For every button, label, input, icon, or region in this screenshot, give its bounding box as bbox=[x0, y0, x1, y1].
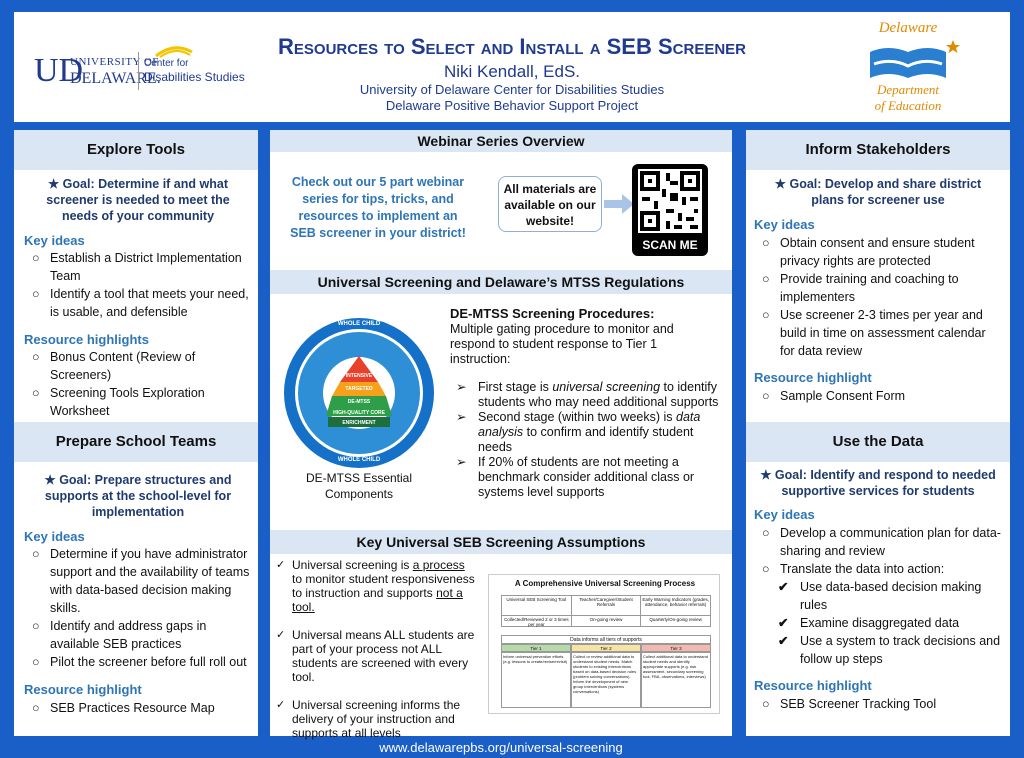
header-panel: UD UNIVERSITY OF DELAWARE. Center for Di… bbox=[14, 12, 1010, 122]
pyramid-core: HIGH-QUALITY CORE bbox=[333, 410, 385, 416]
list-item: Identify a tool that meets your need, is… bbox=[32, 285, 254, 321]
list-item[interactable]: Screening Tools Exploration Worksheet bbox=[32, 384, 254, 420]
star-icon bbox=[946, 40, 960, 53]
usedata-key-ideas: Develop a communication plan for data-sh… bbox=[762, 524, 1002, 578]
footer-url[interactable]: www.delawarepbs.org/universal-screening bbox=[379, 740, 623, 755]
doe-line-3: of Education bbox=[874, 98, 942, 113]
inform-resources: Sample Consent Form bbox=[762, 387, 1002, 405]
cds-line-2: Disabilities Studies bbox=[144, 70, 245, 84]
list-item: Establish a District Implementation Team bbox=[32, 249, 254, 285]
pyramid-enrichment: ENRICHMENT bbox=[342, 420, 376, 426]
doe-line-1: Delaware bbox=[878, 20, 938, 36]
pyramid-intensive: INTENSIVE bbox=[345, 373, 373, 379]
explore-key-ideas-label: Key ideas bbox=[24, 233, 85, 248]
process-table: Universal SEB Screening Tool Teacher/Car… bbox=[501, 595, 711, 627]
webinar-text: Check out our 5 part webinar series for … bbox=[290, 175, 466, 240]
qr-code[interactable]: SCAN ME bbox=[632, 164, 708, 256]
list-item: Obtain consent and ensure student privac… bbox=[762, 234, 1002, 270]
list-item: If 20% of students are not meeting a ben… bbox=[456, 455, 722, 500]
list-item: Examine disaggregated data bbox=[778, 614, 1002, 632]
ud-logo-text-1: UNIVERSITY OF bbox=[70, 56, 159, 68]
center-column: Webinar Series Overview Check out our 5 … bbox=[270, 130, 732, 740]
list-item: Universal screening informs the delivery… bbox=[276, 698, 476, 740]
explore-resources: Bonus Content (Review of Screeners) Scre… bbox=[32, 348, 254, 420]
inform-resource-label: Resource highlight bbox=[754, 370, 872, 385]
mtss-procedures-heading: DE-MTSS Screening Procedures: bbox=[450, 306, 655, 321]
explore-goal: ★ Goal: Determine if and what screener i… bbox=[46, 177, 230, 223]
mtss-header: Universal Screening and Delaware’s MTSS … bbox=[270, 270, 732, 294]
prepare-goal: ★ Goal: Prepare structures and supports … bbox=[44, 473, 232, 519]
doe-logo: Delaware Department of Education bbox=[862, 18, 962, 118]
list-item[interactable]: Sample Consent Form bbox=[762, 387, 1002, 405]
prepare-key-ideas-label: Key ideas bbox=[24, 529, 85, 544]
affiliation-2: Delaware Positive Behavior Support Proje… bbox=[385, 98, 639, 113]
inform-key-ideas: Obtain consent and ensure student privac… bbox=[762, 234, 1002, 360]
diagram-caption: DE-MTSS Essential Components bbox=[305, 471, 413, 501]
tiers-row: Tier 1 Tier 2 Tier 3 bbox=[501, 644, 711, 652]
usedata-sub-ideas: Use data-based decision making rules Exa… bbox=[778, 578, 1002, 668]
list-item: Pilot the screener before full roll out bbox=[32, 653, 254, 671]
ud-logo: UD UNIVERSITY OF DELAWARE. Center for Di… bbox=[34, 46, 245, 92]
assumptions-items: Universal screening is a process to moni… bbox=[276, 558, 476, 740]
inform-key-ideas-label: Key ideas bbox=[754, 217, 815, 232]
list-item: Develop a communication plan for data-sh… bbox=[762, 524, 1002, 560]
prepare-key-ideas: Determine if you have administrator supp… bbox=[32, 545, 254, 671]
affiliation-1: University of Delaware Center for Disabi… bbox=[359, 82, 665, 97]
qr-code-icon bbox=[638, 169, 702, 233]
inform-goal: ★ Goal: Develop and share district plans… bbox=[774, 177, 982, 207]
usedata-resources: SEB Screener Tracking Tool bbox=[762, 695, 1002, 713]
poster-title: Resources to Select and Install a SEB Sc… bbox=[278, 34, 746, 59]
webinar-callout: All materials are available on our websi… bbox=[498, 176, 602, 232]
list-item: Use screener 2-3 times per year and buil… bbox=[762, 306, 1002, 360]
pyramid-demtss: DE-MTSS bbox=[347, 399, 371, 405]
list-item: Second stage (within two weeks) is data … bbox=[456, 410, 722, 455]
list-item: Universal means ALL students are part of… bbox=[276, 628, 476, 684]
inform-header: Inform Stakeholders bbox=[746, 130, 1010, 170]
mtss-items: First stage is universal screening to id… bbox=[456, 380, 722, 500]
left-column: Explore Tools ★ Goal: Determine if and w… bbox=[14, 130, 258, 736]
usedata-goal: ★ Goal: Identify and respond to needed s… bbox=[760, 468, 996, 498]
usedata-resource-label: Resource highlight bbox=[754, 678, 872, 693]
prepare-resources: SEB Practices Resource Map bbox=[32, 699, 254, 717]
assumptions-header: Key Universal SEB Screening Assumptions bbox=[270, 530, 732, 554]
book-icon bbox=[870, 48, 946, 78]
right-column: Inform Stakeholders ★ Goal: Develop and … bbox=[746, 130, 1010, 736]
prepare-resource-label: Resource highlight bbox=[24, 682, 142, 697]
wheel-top-label: WHOLE CHILD bbox=[337, 321, 381, 327]
usedata-key-ideas-label: Key ideas bbox=[754, 507, 815, 522]
explore-key-ideas: Establish a District Implementation Team… bbox=[32, 249, 254, 321]
cds-swoosh-icon bbox=[155, 46, 193, 58]
prepare-header: Prepare School Teams bbox=[14, 422, 258, 462]
list-item[interactable]: SEB Screener Tracking Tool bbox=[762, 695, 1002, 713]
tiers-banner: Data informs all tiers of supports bbox=[501, 635, 711, 644]
explore-resource-label: Resource highlights bbox=[24, 332, 149, 347]
arrow-right-icon bbox=[604, 194, 634, 214]
explore-header: Explore Tools bbox=[14, 130, 258, 170]
wheel-bottom-label: WHOLE CHILD bbox=[337, 457, 381, 463]
list-item: Provide training and coaching to impleme… bbox=[762, 270, 1002, 306]
cds-line-1: Center for bbox=[144, 58, 189, 69]
list-item: Translate the data into action: bbox=[762, 560, 1002, 578]
tier-text-row: Inform universal prevention efforts (e.g… bbox=[501, 652, 711, 708]
list-item: Use data-based decision making rules bbox=[778, 578, 1002, 614]
pyramid-targeted: TARGETED bbox=[345, 386, 373, 392]
usedata-header: Use the Data bbox=[746, 422, 1010, 462]
list-item: Identify and address gaps in available S… bbox=[32, 617, 254, 653]
list-item: First stage is universal screening to id… bbox=[456, 380, 722, 410]
list-item[interactable]: SEB Practices Resource Map bbox=[32, 699, 254, 717]
process-figure: A Comprehensive Universal Screening Proc… bbox=[488, 574, 720, 714]
mtss-wheel-diagram bbox=[284, 318, 434, 468]
list-item: Use a system to track decisions and foll… bbox=[778, 632, 1002, 668]
list-item: Universal screening is a process to moni… bbox=[276, 558, 476, 614]
author: Niki Kendall, EdS. bbox=[443, 62, 581, 81]
scan-me-label: SCAN ME bbox=[642, 238, 698, 252]
list-item: Determine if you have administrator supp… bbox=[32, 545, 254, 617]
mtss-intro: Multiple gating procedure to monitor and… bbox=[450, 322, 674, 366]
webinar-header: Webinar Series Overview bbox=[270, 130, 732, 152]
process-title: A Comprehensive Universal Screening Proc… bbox=[514, 579, 696, 588]
doe-line-2: Department bbox=[876, 82, 940, 97]
list-item[interactable]: Bonus Content (Review of Screeners) bbox=[32, 348, 254, 384]
